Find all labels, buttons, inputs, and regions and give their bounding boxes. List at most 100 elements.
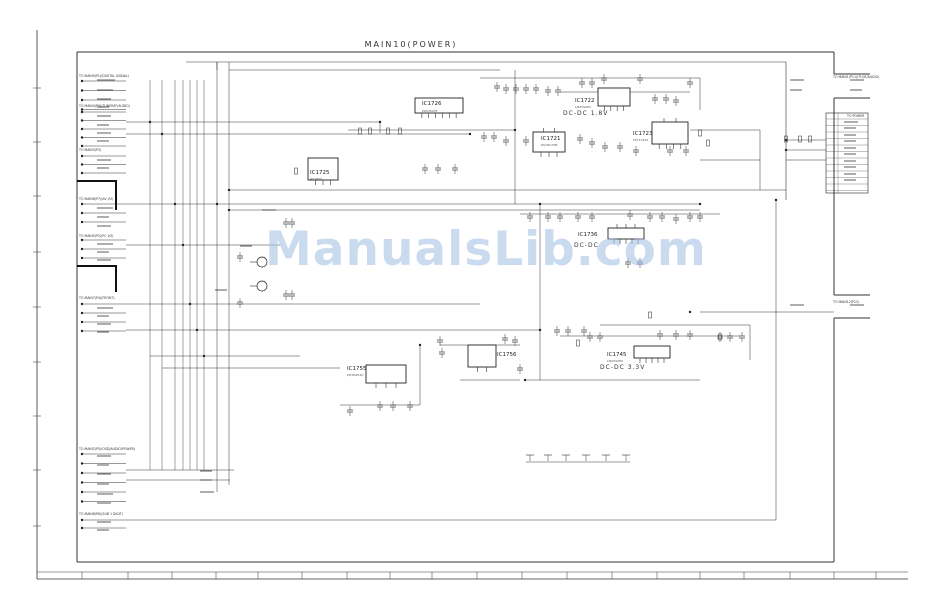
ic1736-ref: IC1736 xyxy=(578,232,598,238)
junction-dot xyxy=(80,220,84,224)
dc-1v8-label: DC-DC 1.8V xyxy=(563,110,609,117)
junction-dot xyxy=(538,328,542,332)
junction-dot xyxy=(80,238,84,242)
ic1726-ref: IC1726 xyxy=(422,101,442,107)
junction-dot xyxy=(80,302,84,306)
junction-dot xyxy=(774,198,778,202)
connector-label-main9: TO MAIN9(P1)(DIGITAL SIGNAL) xyxy=(79,74,129,78)
junction-dot xyxy=(80,500,84,503)
ic1721-part: PQ1RC33M xyxy=(541,143,558,147)
junction-dot xyxy=(80,320,84,324)
junction-dot xyxy=(378,120,382,124)
junction-dot xyxy=(215,202,219,206)
junction-dot xyxy=(173,202,177,206)
junction-dot xyxy=(688,310,692,314)
junction-dot xyxy=(227,208,231,212)
transistor-symbol xyxy=(256,280,268,292)
junction-dot xyxy=(80,256,84,260)
resistor xyxy=(648,311,652,319)
sheet-title: MAIN10(POWER) xyxy=(364,40,458,49)
resistor xyxy=(398,127,402,135)
ic1745-body xyxy=(633,345,671,359)
junction-dot xyxy=(80,119,84,122)
junction-dot xyxy=(160,132,164,136)
ic1721-ref: IC1721 xyxy=(541,136,561,142)
ic1725-part: PQ1R50 xyxy=(310,177,322,181)
connector-label-main12: TO MAIN12(P12) xyxy=(833,300,860,304)
ic1745-part: LM2594HV xyxy=(607,359,624,363)
resistor xyxy=(718,333,722,341)
ic1723-body xyxy=(651,121,689,145)
ic1756-ref: IC1756 xyxy=(497,352,517,358)
junction-dot xyxy=(188,302,192,306)
ic1726-body xyxy=(414,97,464,114)
junction-dot xyxy=(80,481,84,484)
junction-dot xyxy=(80,518,84,522)
ic1722-ref: IC1722 xyxy=(575,98,595,104)
ic1722-part: LM2594HV xyxy=(575,105,592,109)
junction-dot xyxy=(195,328,199,332)
ic1756-body xyxy=(467,344,497,368)
junction-dot xyxy=(80,110,84,114)
junction-dot xyxy=(80,154,84,158)
ic1755-body xyxy=(365,364,407,384)
resistor xyxy=(798,135,802,143)
junction-dot xyxy=(513,128,517,132)
junction-dot xyxy=(80,452,84,456)
notch xyxy=(77,180,117,210)
resistor xyxy=(808,135,812,143)
resistor xyxy=(386,127,390,135)
junction-dot xyxy=(80,171,84,175)
watermark: ManualsLib.com xyxy=(265,222,707,277)
junction-dot xyxy=(784,148,788,152)
ic1723-part: TK71725S xyxy=(633,138,649,142)
dc-mid-label: DC-DC xyxy=(574,242,599,249)
ic1726-part: PQ035A5F xyxy=(422,109,438,113)
junction-dot xyxy=(80,311,84,315)
junction-dot xyxy=(227,188,231,192)
ic1755-ref: IC1755 xyxy=(347,366,367,372)
junction-dot xyxy=(80,79,84,83)
junction-dot xyxy=(523,378,527,382)
connector-label-main8: TO MAIN8(P6)(SUB 1 DIGIT) xyxy=(79,512,124,516)
connector-label-main2: TO MAIN2(P5)(OSD/AUDIO/POWER) xyxy=(79,447,136,451)
junction-dot xyxy=(784,138,788,142)
power-table-header: TO POWER xyxy=(847,114,865,118)
junction-dot xyxy=(181,243,185,247)
resistor xyxy=(576,339,580,347)
junction-dot xyxy=(80,89,84,92)
junction-dot xyxy=(80,108,84,111)
junction-dot xyxy=(202,354,206,358)
ic1745-ref: IC1745 xyxy=(607,352,627,358)
connector-label-main5: TO MAIN5(P2)(PC I/O) xyxy=(79,234,114,238)
junction-dot xyxy=(698,202,702,206)
resistor xyxy=(784,135,788,143)
power-connector-table xyxy=(825,112,869,194)
ic1721-body xyxy=(532,131,566,153)
junction-dot xyxy=(80,136,84,139)
connector-label-main7: TO MAIN7(P4)(FRONT) xyxy=(79,296,115,300)
junction-dot xyxy=(80,163,84,166)
junction-dot xyxy=(538,202,542,206)
ic1723-ref: IC1723 xyxy=(633,131,653,137)
resistor xyxy=(706,139,710,147)
resistor xyxy=(294,167,298,175)
junction-dot xyxy=(80,144,84,148)
junction-dot xyxy=(80,471,84,475)
connector-label-main3: TO MAIN3(P3) xyxy=(79,148,102,152)
resistor xyxy=(698,129,702,137)
resistor xyxy=(368,127,372,135)
junction-dot xyxy=(80,462,84,465)
junction-dot xyxy=(418,343,422,347)
ic1755-part: PQ3DZ53U xyxy=(347,373,364,377)
junction-dot xyxy=(468,132,472,136)
junction-dot xyxy=(148,120,152,124)
ic1722-body xyxy=(597,87,631,107)
connector-label-main1: TO MAIN1(P11)(TU/IF/AUDIO) xyxy=(833,75,880,79)
resistor xyxy=(358,127,362,135)
ic1725-ref: IC1725 xyxy=(310,170,330,176)
junction-dot xyxy=(80,247,84,251)
junction-dot xyxy=(80,127,84,131)
